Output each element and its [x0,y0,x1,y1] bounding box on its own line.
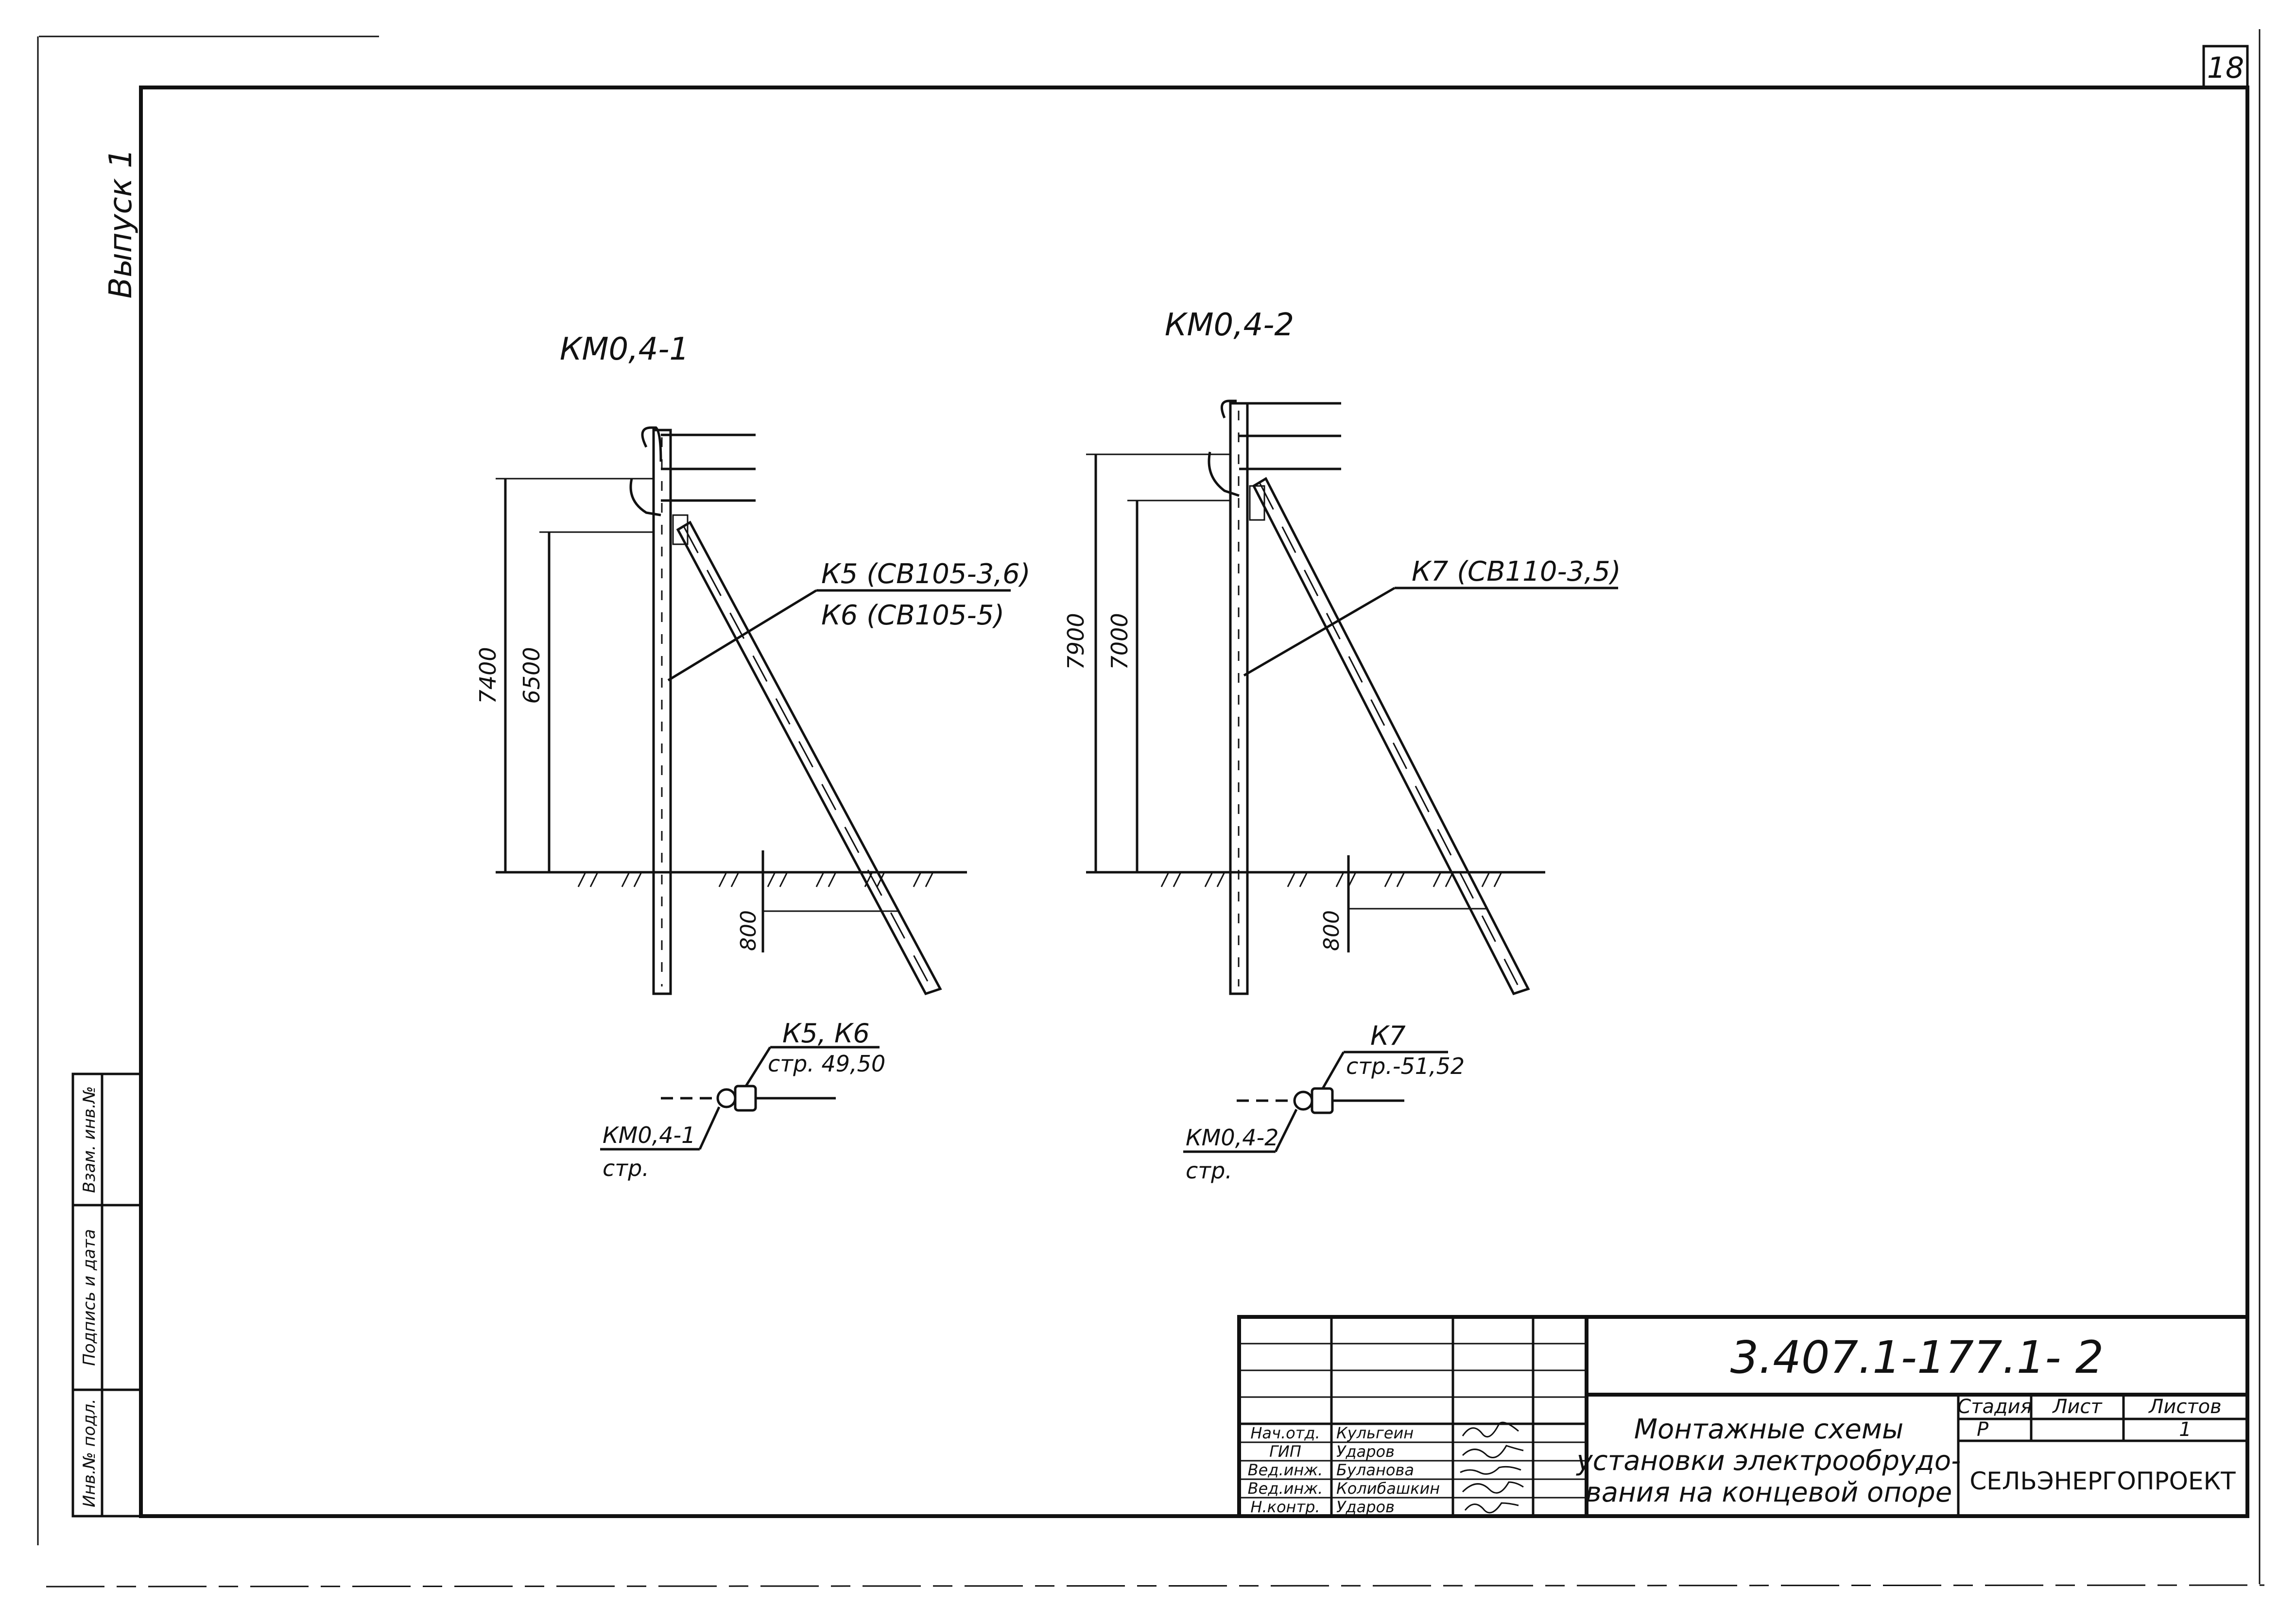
scheme-2-ground-hatch [1160,872,1502,887]
scheme-1-brace-strut [676,520,942,996]
staff-name-5: Ударов [1336,1498,1395,1516]
sheets-value: 1 [2179,1418,2191,1441]
title-block: 3.407.1-177.1- 2 Монтажные схемы установ… [1237,1315,2249,1518]
sheet-header: Лист [2052,1396,2103,1418]
scheme-2-plan-ref-page: стр.-51,52 [1346,1053,1465,1079]
staff-role-5: Н.контр. [1250,1498,1320,1516]
scheme-2-pole [1229,402,1249,995]
scheme-2-plan-support-label: КМ0,4-2 [1186,1124,1278,1151]
staff-name-3: Буланова [1336,1461,1414,1479]
side-stamp: Инв.№ подл. Подпись и дата Взам. инв.№ [71,1072,142,1518]
staff-role-2: ГИП [1269,1442,1301,1461]
scheme-2-dim-total: 7900 [1063,613,1089,670]
staff-name-4: Колибашкин [1336,1479,1440,1498]
signature-5 [1464,1502,1519,1514]
side-stamp-replace-inv: Взам. инв.№ [80,1086,99,1193]
scheme-1-pole [652,429,672,995]
scheme-2-plan-equipment-symbol [1311,1087,1334,1114]
staff-role-3: Вед.инж. [1248,1461,1323,1479]
scheme-2-bracket-plate [1249,485,1265,521]
scheme-km04-1: КМ0,4-1 7400 6500 [475,331,1031,1181]
scheme-1-head-bracket [629,478,661,517]
scheme-1-leader [667,589,817,682]
scheme-2-plan-ref-title: К7 [1370,1020,1406,1051]
scheme-1-plan-ref-page: стр. 49,50 [768,1051,885,1077]
signature-3 [1460,1466,1521,1475]
scheme-2-plan-support-leader [1274,1108,1298,1153]
drawing-frame [139,86,2249,1518]
scheme-1-plan-support-page: стр. [603,1155,649,1181]
scheme-2-callout-line1: К7 (СВ110-3,5) [1412,556,1621,588]
document-code: 3.407.1-177.1- 2 [1730,1331,2104,1383]
side-stamp-inv-original: Инв.№ подл. [80,1399,99,1507]
sheet-number: 18 [2207,51,2244,85]
staff-role-4: Вед.инж. [1248,1479,1323,1498]
stage-header: Стадия [1957,1396,2032,1418]
scheme-2-top-insulator [1220,399,1237,418]
scheme-1-ground-hatch [577,872,934,887]
scheme-1-title: КМ0,4-1 [560,331,689,367]
scheme-1-plan-ref-title: К5, К6 [782,1018,870,1049]
drawing-title-line1: Монтажные схемы [1634,1414,1904,1445]
scheme-1-top-insulator [641,426,662,462]
scheme-2-title: КМ0,4-2 [1165,307,1294,343]
staff-name-1: Кульгеин [1336,1424,1414,1442]
scheme-2-head-bracket [1208,451,1240,497]
signature-4 [1462,1481,1524,1494]
scheme-1-bracket-plate [672,514,689,545]
scheme-1-brace-axis [683,527,934,992]
scheme-1-callout-line1: К5 (СВ105-3,6) [821,558,1031,590]
stage-value: Р [1977,1418,1989,1441]
signature-2 [1462,1445,1524,1458]
scheme-2-plan-support-page: стр. [1186,1158,1232,1184]
scheme-2-dim-wire: 7000 [1106,613,1133,670]
organization: СЕЛЬЭНЕРГОПРОЕКТ [1969,1467,2236,1495]
scheme-2-plan-pole-symbol [1293,1090,1313,1111]
trim-line-bottom [46,1584,2265,1588]
scheme-1-dim-depth: 800 [736,910,761,951]
scheme-1-plan-equipment-symbol [734,1085,757,1112]
side-stamp-sign-date: Подпись и дата [80,1229,99,1366]
issue-label: Выпуск 1 [103,148,139,298]
scheme-1-plan-support-label: КМ0,4-1 [603,1122,695,1148]
scheme-1-plan-support-leader [698,1106,721,1150]
sheet-number-box [2202,45,2249,89]
signature-1 [1462,1421,1519,1438]
scheme-2-brace-strut [1252,477,1530,996]
drawing-title-line3: вания на концевой опоре [1586,1477,1952,1508]
sheets-header: Листов [2148,1396,2221,1418]
scheme-1-dim-total: 7400 [475,647,501,704]
scheme-1-dim-wire: 6500 [518,647,545,704]
scheme-km04-2: КМ0,4-2 7900 7000 [1063,307,1621,1184]
scheme-2-dim-depth: 800 [1319,910,1344,951]
scheme-1-plan-pole-symbol [716,1088,737,1108]
scheme-1-callout-line2: К6 (СВ105-5) [821,600,1004,631]
scheme-1-plan-ref-leader [744,1046,772,1087]
signatures [1460,1421,1524,1514]
scheme-2-leader [1243,587,1396,677]
staff-role-1: Нач.отд. [1250,1424,1320,1442]
scheme-2-plan-ref-leader [1321,1051,1345,1089]
staff-name-2: Ударов [1336,1442,1395,1461]
drawing-title-line2: установки электрообрудо- [1576,1445,1961,1477]
